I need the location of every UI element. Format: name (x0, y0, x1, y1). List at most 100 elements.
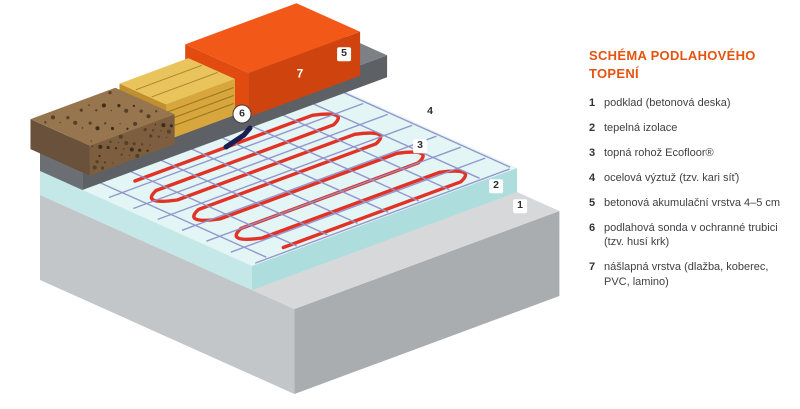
soil-block-top-face (30, 87, 175, 146)
finish-layer-block-top-face (185, 3, 361, 73)
soil-speckle (101, 166, 105, 170)
wood-grain-line (167, 102, 234, 129)
soil-speckle (79, 108, 83, 112)
finish-layer-blocks (30, 3, 361, 176)
callout-5-concrete-layer: 5 (337, 47, 351, 61)
soil-speckle (106, 145, 110, 150)
soil-speckle (103, 161, 107, 164)
isometric-floor-diagram (30, 3, 560, 394)
legend-item-1: 1 podklad (betonová deska) (589, 96, 793, 111)
mesh-line (254, 168, 510, 264)
legend-item-text: ocelová výztuž (tzv. kari síť) (604, 171, 740, 184)
soil-speckle (138, 148, 142, 152)
soil-speckle (166, 129, 171, 134)
legend-item-5: 5 betonová akumulační vrstva 4–5 cm (589, 196, 793, 211)
legend-item-number: 6 (589, 221, 596, 234)
soil-speckle (120, 153, 123, 156)
soil-speckle (66, 116, 70, 120)
mesh-line (230, 157, 486, 253)
soil-speckle (135, 153, 140, 158)
legend-item-number: 2 (589, 122, 596, 135)
callout-2-insulation: 2 (489, 179, 503, 193)
soil-speckle (104, 122, 107, 125)
mesh-line (181, 135, 437, 231)
soil-speckle (81, 127, 84, 129)
callout-6-floor-sensor: 6 (232, 104, 252, 124)
soil-speckle (50, 115, 56, 120)
soil-speckle (140, 143, 144, 146)
legend-item-text: tepelná izolace (604, 122, 678, 135)
legend-item-text: podklad (betonová deska) (604, 97, 731, 110)
legend-item-2: 2 tepelná izolace (589, 121, 793, 136)
mesh-line (133, 113, 388, 210)
legend-item-number: 5 (589, 196, 596, 209)
callout-7-finish-layer: 7 (296, 66, 304, 81)
heating-cable-path (133, 112, 468, 250)
callout-4-steel-mesh: 4 (423, 105, 437, 119)
legend-item-3: 3 topná rohož Ecofloor® (589, 146, 793, 161)
soil-speckle (110, 126, 115, 131)
soil-speckle (146, 114, 151, 119)
soil-speckle (95, 126, 100, 131)
soil-speckle (124, 141, 129, 146)
legend-item-number: 1 (589, 97, 596, 110)
soil-speckle (117, 104, 121, 108)
soil-speckle (155, 110, 158, 113)
floor-layers-diagram: 1 2 3 4 5 6 7 (30, 3, 560, 394)
soil-speckle (98, 154, 101, 158)
steel-reinforcement-mesh (59, 75, 511, 264)
soil-speckle (88, 104, 90, 106)
soil-speckle (139, 109, 143, 113)
mesh-line (206, 146, 462, 242)
soil-speckle (126, 127, 129, 130)
legend-title: SCHÉMA PODLAHOVÉHO TOPENÍ (589, 48, 756, 82)
soil-speckle (88, 121, 92, 125)
soil-speckle (160, 130, 162, 132)
legend-item-number: 7 (589, 261, 596, 274)
soil-speckle (149, 144, 151, 146)
soil-speckle (169, 124, 173, 128)
wood-grain-line (167, 94, 234, 121)
soil-speckle (114, 147, 118, 150)
soil-speckle (108, 91, 112, 95)
soil-speckle (132, 104, 136, 108)
base-slab-front-face (294, 211, 560, 394)
soil-speckle (154, 123, 157, 126)
floor-sensor-conduit (223, 125, 253, 150)
legend-item-6: 6 podlahová sonda v ochranné trubici (tz… (589, 221, 793, 251)
soil-speckle (151, 129, 155, 132)
soil-speckle (98, 144, 103, 149)
soil-speckle (149, 134, 153, 138)
soil-speckle (124, 108, 129, 113)
soil-speckle (161, 123, 166, 128)
soil-speckle (109, 140, 112, 143)
soil-speckle (44, 121, 47, 124)
soil-speckle (59, 121, 61, 124)
legend-item-number: 4 (589, 171, 596, 184)
legend-item-text: topná rohož Ecofloor® (604, 147, 714, 160)
accumulation-layer-left-face (40, 149, 83, 190)
soil-speckle (101, 103, 106, 108)
soil-speckle (110, 109, 112, 112)
soil-speckle (128, 154, 131, 156)
wood-plank-line (151, 71, 218, 98)
wood-grain-line (167, 86, 234, 113)
mesh-line (157, 124, 413, 221)
legend-item-text: podlahová sonda v ochranné trubici (tzv.… (604, 221, 778, 249)
soil-speckle (117, 141, 120, 144)
soil-speckle (165, 136, 168, 138)
soil-speckle (118, 134, 123, 139)
soil-speckle (143, 128, 147, 132)
legend-panel: SCHÉMA PODLAHOVÉHO TOPENÍ 1 podklad (bet… (589, 47, 793, 300)
callout-3-heating-mat: 3 (413, 139, 427, 153)
insulation-top-face (40, 73, 517, 266)
soil-speckle (146, 149, 149, 152)
insulation-front-face (252, 168, 517, 290)
legend-item-text: betonová akumulační vrstva 4–5 cm (604, 196, 781, 209)
wood-block-top-face (119, 58, 235, 105)
wood-block-front-face (166, 79, 235, 141)
soil-speckle (157, 135, 160, 138)
insulation-left-face (40, 171, 252, 290)
callout-1-base-slab: 1 (513, 199, 527, 213)
